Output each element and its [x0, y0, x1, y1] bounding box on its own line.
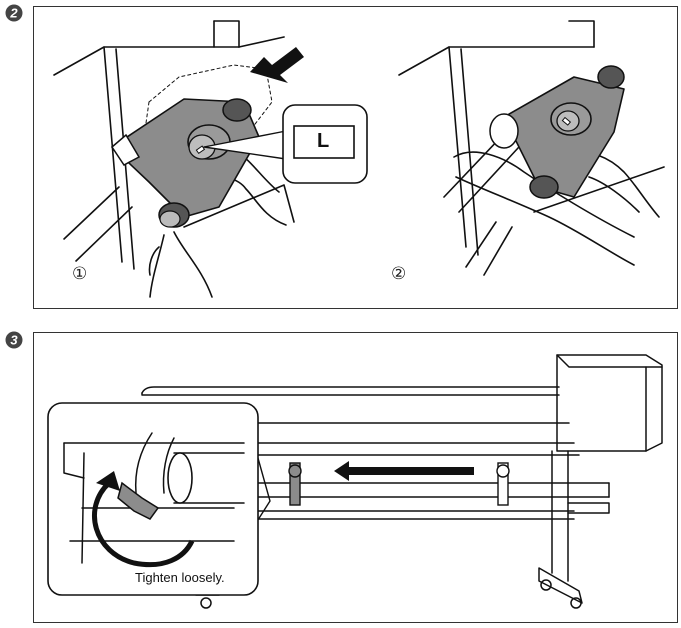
step-number-badge-icon: 2	[5, 4, 23, 22]
step-2-illustration	[53, 20, 665, 298]
push-arrow-icon	[250, 47, 304, 83]
zoom-inset	[47, 402, 259, 596]
slide-left-arrow-icon	[334, 461, 474, 481]
svg-text:2: 2	[9, 6, 18, 21]
holder-side-label: L	[317, 130, 330, 152]
step-3-illustration	[47, 354, 663, 609]
sub-step-label-1: ①	[72, 264, 88, 284]
step-2-illustration-panel: ① ② L	[33, 6, 678, 309]
svg-text:3: 3	[10, 333, 18, 348]
sub-step-label-2: ②	[391, 264, 407, 284]
tighten-instruction-caption: Tighten loosely.	[135, 570, 225, 585]
step-number-badge-icon: 3	[5, 331, 23, 349]
rotate-arrow-icon	[92, 471, 195, 568]
step-3-badge: 3	[5, 331, 23, 349]
step-2-badge: 2	[5, 4, 23, 22]
step-3-illustration-panel: Tighten loosely.	[33, 332, 678, 623]
